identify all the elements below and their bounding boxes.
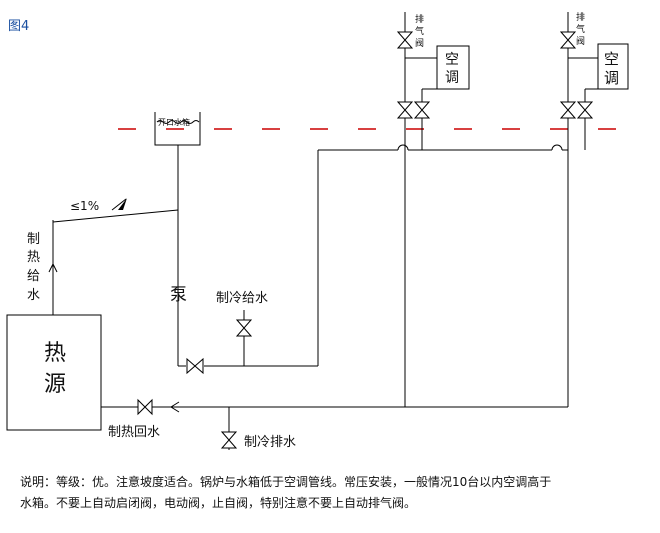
heat-source-label-2: 源 bbox=[44, 372, 66, 397]
explanation-note: 说明：等级：优。注意坡度适合。锅炉与水箱低于空调管线。常压安装，一般情况10台以… bbox=[20, 472, 620, 514]
unit1-vent-label-2: 气 bbox=[415, 25, 424, 37]
heat-supply-label-1: 制 bbox=[27, 232, 40, 247]
unit1-return-valve bbox=[396, 101, 414, 119]
ac-unit-2-label-2: 调 bbox=[604, 69, 619, 87]
heat-supply-label-2: 热 bbox=[27, 250, 40, 265]
cooling-supply-label: 制冷给水 bbox=[216, 291, 268, 306]
pump-label: 泵 bbox=[170, 285, 187, 305]
heat-supply-label-3: 给 bbox=[27, 269, 40, 284]
cooling-drain-label: 制冷排水 bbox=[244, 435, 296, 450]
heat-return-valve bbox=[137, 398, 153, 416]
tank-label: 开口水箱 bbox=[158, 117, 190, 127]
pipe-crossover-2 bbox=[551, 144, 563, 151]
ac-unit-1-label-2: 调 bbox=[445, 70, 459, 86]
unit2-vent-valve bbox=[559, 31, 577, 49]
pipe-crossover-1 bbox=[397, 144, 409, 151]
unit1-vent-label-1: 排 bbox=[415, 13, 424, 25]
pump-valve bbox=[186, 357, 204, 375]
unit1-vent-label-3: 阀 bbox=[415, 38, 424, 49]
slope-arrow-head bbox=[118, 198, 127, 210]
slope-arrow bbox=[111, 198, 127, 211]
heat-source-box bbox=[6, 314, 102, 431]
note-line-2: 水箱。不要上自动启闭阀，电动阀，止自阀，特别注意不要上自动排气阀。 bbox=[20, 496, 417, 510]
sloped-pipe bbox=[52, 209, 179, 223]
unit2-supply-valve bbox=[576, 101, 594, 119]
ac-unit-2 bbox=[597, 43, 629, 90]
heat-return-label: 制热回水 bbox=[108, 425, 160, 440]
tank-water-wave bbox=[156, 120, 200, 124]
heat-supply-arrow bbox=[48, 262, 58, 273]
cooling-drain-valve bbox=[220, 431, 238, 449]
unit2-vent-label-1: 排 bbox=[576, 11, 585, 23]
unit1-vent-valve bbox=[396, 31, 414, 49]
figure-label: 图4 bbox=[8, 19, 29, 34]
unit2-return-valve bbox=[559, 101, 577, 119]
unit2-vent-label-2: 气 bbox=[576, 23, 585, 35]
ac-unit-1-label-1: 空 bbox=[445, 52, 459, 68]
return-arrow bbox=[170, 401, 180, 413]
heat-supply-label-4: 水 bbox=[27, 288, 40, 303]
ac-unit-2-label-1: 空 bbox=[604, 50, 619, 68]
cooling-supply-valve bbox=[235, 319, 253, 337]
note-line-1: 说明：等级：优。注意坡度适合。锅炉与水箱低于空调管线。常压安装，一般情况10台以… bbox=[20, 475, 552, 489]
ac-unit-1 bbox=[436, 45, 470, 90]
slope-label: ≤1% bbox=[70, 199, 99, 213]
unit1-supply-valve bbox=[413, 101, 431, 119]
unit2-vent-label-3: 阀 bbox=[576, 36, 585, 47]
heat-source-label-1: 热 bbox=[44, 341, 66, 366]
